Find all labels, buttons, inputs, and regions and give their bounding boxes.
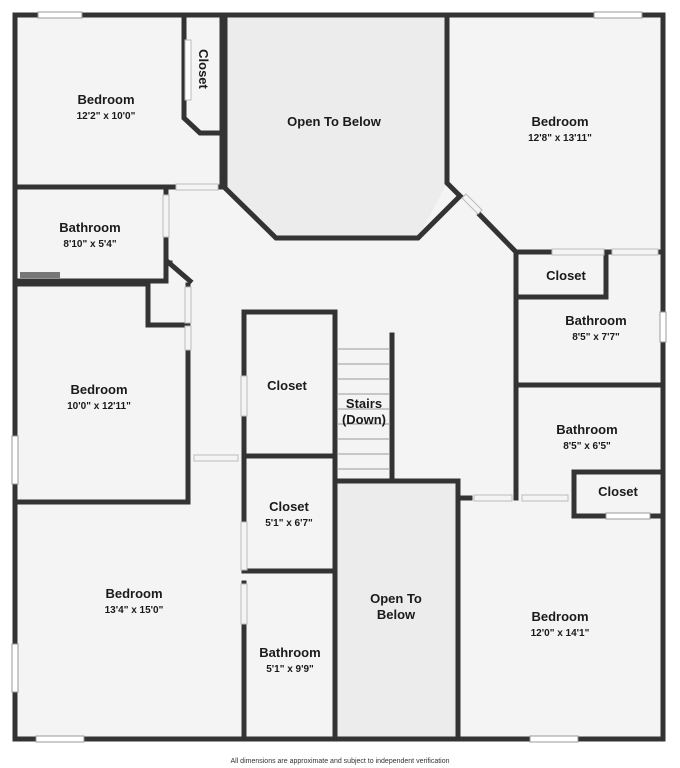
bathroom-e1-dims: 8'5" x 7'7" xyxy=(572,332,620,343)
bathroom-e1-label: Bathroom xyxy=(565,313,626,328)
bedroom-nw-dims: 12'2" x 10'0" xyxy=(77,111,136,122)
bedroom-sw-label: Bedroom xyxy=(105,586,162,601)
stair-treads xyxy=(337,348,390,470)
open-to-below-bottom-line2: Below xyxy=(377,607,416,622)
bedroom-nw-label: Bedroom xyxy=(77,92,134,107)
bedroom-w-dims: 10'0" x 12'11" xyxy=(67,401,131,412)
diagonal-door-opening xyxy=(461,193,483,215)
closet-se-label: Closet xyxy=(598,484,638,499)
bedroom-se-label: Bedroom xyxy=(531,609,588,624)
bathroom-s-dims: 5'1" x 9'9" xyxy=(266,664,314,675)
closet-nw-label: Closet xyxy=(196,49,211,89)
bathroom-w-dims: 8'10" x 5'4" xyxy=(63,239,116,250)
bathroom-e2-label: Bathroom xyxy=(556,422,617,437)
bedroom-se-dims: 12'0" x 14'1" xyxy=(531,628,590,639)
bathroom-s-label: Bathroom xyxy=(259,645,320,660)
bedroom-w-label: Bedroom xyxy=(70,382,127,397)
door-openings xyxy=(162,39,659,625)
bedroom-sw-dims: 13'4" x 15'0" xyxy=(105,605,164,616)
closet-mid-dims: 5'1" x 6'7" xyxy=(265,518,313,529)
open-to-below-bottom-line1: Open To xyxy=(370,591,422,606)
interior-walls xyxy=(12,14,666,740)
bedroom-ne-dims: 12'8" x 13'11" xyxy=(528,133,592,144)
shelf-hatch xyxy=(20,272,60,278)
closet-mid-label: Closet xyxy=(269,499,309,514)
stairs-label-line1: Stairs xyxy=(346,396,382,411)
bathroom-w-label: Bathroom xyxy=(59,220,120,235)
stairs-label-line2: (Down) xyxy=(342,412,386,427)
open-to-below-bottom-area xyxy=(337,483,457,737)
bathroom-e2-dims: 8'5" x 6'5" xyxy=(563,441,611,452)
closet-e-label: Closet xyxy=(546,268,586,283)
open-to-below-top-label: Open To Below xyxy=(287,114,382,129)
closet-center-label: Closet xyxy=(267,378,307,393)
footer-disclaimer: All dimensions are approximate and subje… xyxy=(230,758,449,765)
bedroom-ne-label: Bedroom xyxy=(531,114,588,129)
open-to-below-top-area xyxy=(225,17,447,238)
windows xyxy=(11,11,667,743)
